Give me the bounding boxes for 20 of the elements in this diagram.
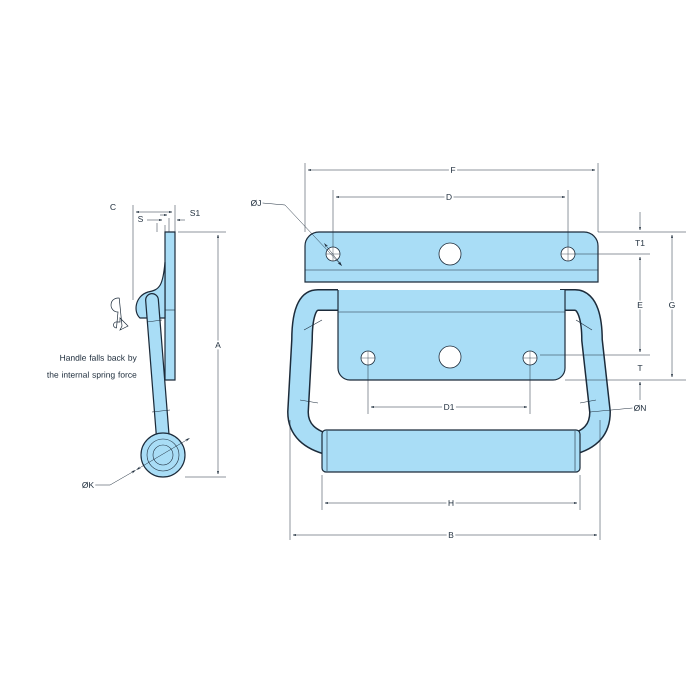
dimension-label: H — [446, 498, 456, 508]
dimension-label: D1 — [442, 402, 456, 412]
leader-line — [262, 202, 342, 266]
dimension-label: ØN — [634, 404, 646, 412]
dimension-label: B — [446, 530, 456, 540]
dimension-label: S — [136, 214, 145, 224]
note-text: Handle falls back by the internal spring force — [47, 354, 137, 380]
dimension-label: D — [444, 192, 454, 202]
dimension-label: A — [214, 340, 222, 350]
dimension-label: E — [636, 300, 644, 310]
dimension-label: C — [108, 202, 118, 212]
dimension-label: T1 — [634, 238, 646, 248]
dimension-label: ØJ — [250, 200, 261, 206]
dimension-label: S1 — [188, 208, 202, 218]
dimension-label: F — [448, 166, 458, 174]
dimension-label: ØK — [82, 482, 94, 488]
leader-line — [95, 470, 136, 486]
leader-line — [590, 408, 633, 412]
dimension-label: G — [667, 300, 677, 310]
dimension-label: T — [636, 364, 644, 372]
